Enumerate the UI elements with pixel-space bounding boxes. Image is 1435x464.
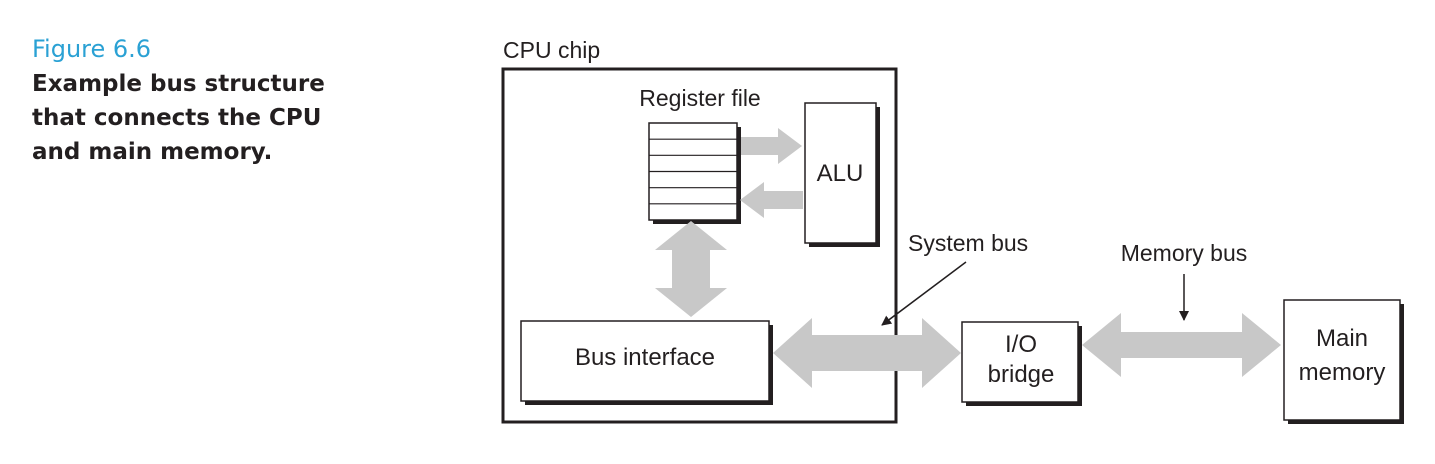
alu-box xyxy=(804,102,877,244)
io-bridge-label-line2: bridge xyxy=(988,361,1055,388)
main-memory-label-line1: Main xyxy=(1316,325,1368,352)
main-memory-box xyxy=(1283,299,1401,421)
figure-number: Figure 6.6 xyxy=(32,35,152,63)
main-memory-label-line2: memory xyxy=(1299,359,1386,386)
io-bridge-box xyxy=(961,321,1079,403)
system-bus-pointer xyxy=(881,261,967,326)
register-file xyxy=(648,122,738,221)
bus-interface-box xyxy=(520,320,770,402)
system-bus-label: System bus xyxy=(908,230,1028,256)
memory-bus-arrow xyxy=(1082,313,1281,377)
register-file-label: Register file xyxy=(639,85,760,111)
figure-title: Example bus structure that connects the … xyxy=(32,71,325,165)
bus-interface-label: Bus interface xyxy=(575,344,715,371)
alu-to-regfile-arrow xyxy=(740,182,803,218)
register-rows xyxy=(649,138,737,205)
alu-label: ALU xyxy=(817,160,864,187)
regfile-to-alu-arrow xyxy=(741,128,802,164)
io-bridge-label-line1: I/O xyxy=(1005,331,1037,358)
figure-caption: Figure 6.6 Example bus structure that co… xyxy=(32,32,392,169)
memory-bus-label: Memory bus xyxy=(1121,240,1248,266)
system-bus-arrow xyxy=(773,318,961,388)
cpu-chip-label: CPU chip xyxy=(503,37,600,63)
regfile-bus-interface-arrow xyxy=(655,221,727,317)
